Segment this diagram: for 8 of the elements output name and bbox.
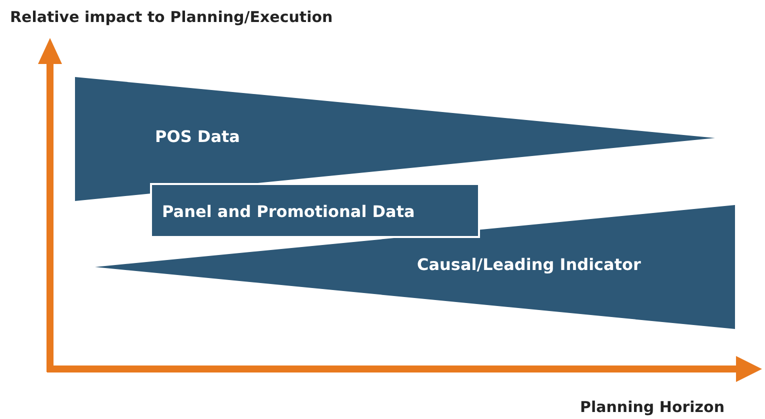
shape-label: Causal/Leading Indicator xyxy=(417,255,641,274)
label-box xyxy=(150,183,480,238)
axis-title: Relative impact to Planning/Execution xyxy=(10,8,333,26)
wedge-shape xyxy=(95,205,735,329)
shape-label: POS Data xyxy=(155,127,240,146)
axis-title: Planning Horizon xyxy=(580,398,725,416)
shape-label: Panel and Promotional Data xyxy=(162,202,415,221)
wedge-shape xyxy=(75,77,715,201)
